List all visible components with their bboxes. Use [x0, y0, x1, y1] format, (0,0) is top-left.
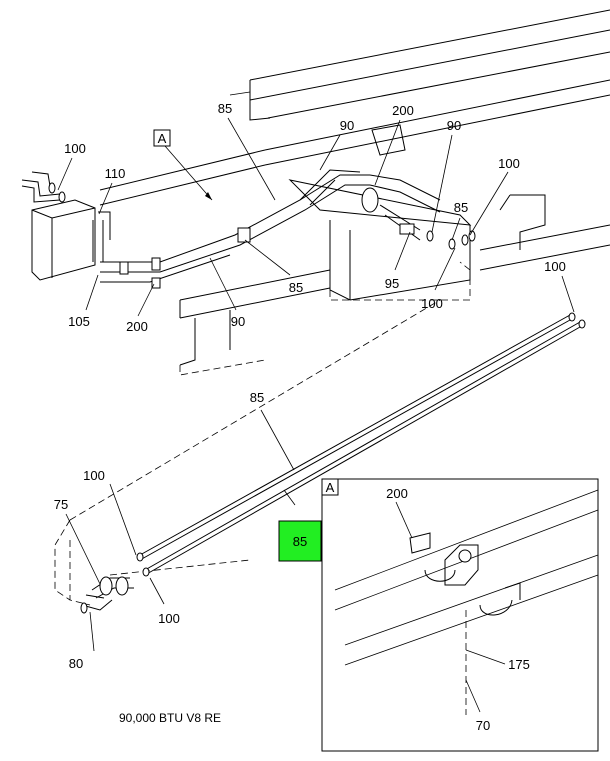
callout-100: 100 — [64, 141, 86, 156]
dashed-envelope — [54, 261, 471, 606]
view-marker-a: A — [153, 129, 213, 201]
callout-90: 90 — [231, 314, 245, 329]
callout-90: 90 — [447, 118, 461, 133]
callout-85: 85 — [454, 200, 468, 215]
callout-110: 110 — [105, 166, 126, 181]
diagram-caption: 90,000 BTU V8 RE — [119, 711, 221, 725]
upper-hoses — [21, 169, 476, 289]
callout-75: 75 — [54, 497, 68, 512]
long-hoses — [80, 312, 586, 614]
callout-85: 85 — [250, 390, 264, 405]
callout-105: 105 — [68, 314, 90, 329]
callout-100: 100 — [83, 468, 105, 483]
callout-80: 80 — [69, 656, 83, 671]
callout-labels: 100 110 85 200 90 90 100 85 95 100 85 90… — [54, 101, 566, 733]
callout-100: 100 — [544, 259, 566, 274]
callout-85: 85 — [218, 101, 232, 116]
frame-rails-upper — [31, 9, 610, 366]
callout-200: 200 — [392, 103, 414, 118]
highlight-label[interactable]: 85 — [293, 534, 307, 549]
callout-90: 90 — [340, 118, 354, 133]
callout-100: 100 — [421, 296, 443, 311]
callout-70: 70 — [476, 718, 490, 733]
callout-175: 175 — [508, 657, 530, 672]
view-marker-label: A — [158, 131, 167, 146]
detail-view-a — [321, 478, 599, 752]
highlight-box[interactable] — [278, 520, 322, 562]
leader-lines — [57, 117, 575, 713]
callout-95: 95 — [385, 276, 399, 291]
callout-200: 200 — [126, 319, 148, 334]
callout-100: 100 — [498, 156, 520, 171]
callout-200: 200 — [386, 486, 408, 501]
detail-marker-label: A — [326, 480, 335, 495]
callout-85: 85 — [289, 280, 303, 295]
callout-100: 100 — [158, 611, 180, 626]
